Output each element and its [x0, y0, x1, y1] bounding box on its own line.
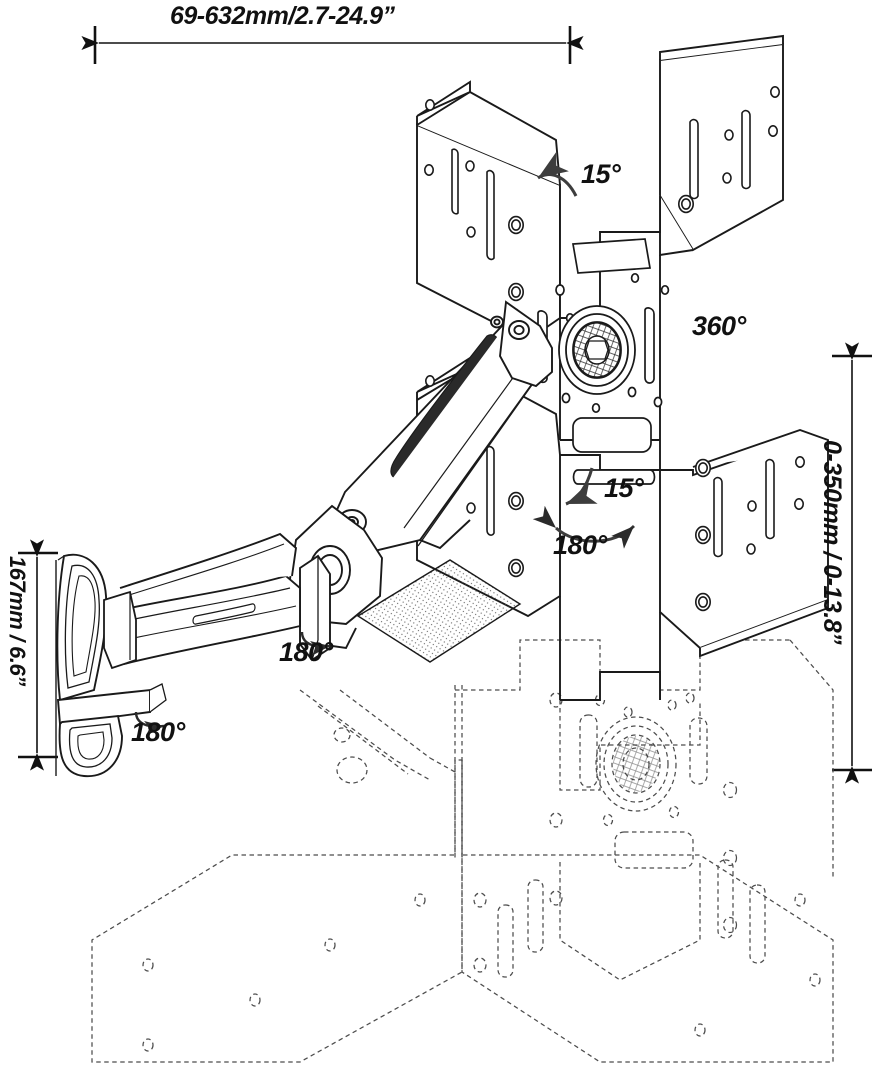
plate-slots-lower-right — [694, 455, 805, 612]
mesh-detail — [356, 559, 522, 663]
dimension-label-height-range: 0-350mm / 0-13.8” — [818, 440, 846, 645]
wall-bracket — [55, 553, 167, 777]
dimension-label-wall-plate-height: 167mm / 6.6” — [5, 556, 30, 686]
angle-arrow-swivel-wall — [134, 711, 165, 736]
angle-label-swivel-wall: 180° — [131, 717, 185, 747]
ghost-assembly — [91, 639, 834, 1063]
angle-label-tilt-up: 15° — [581, 159, 621, 189]
dimension-label-extension-range: 69-632mm/2.7-24.9” — [170, 2, 395, 30]
ghost-hub-texture — [613, 736, 659, 792]
forearm-link — [107, 532, 301, 666]
vesa-plate — [416, 34, 829, 701]
angle-arrow-swivel-elbow — [300, 631, 331, 656]
angle-label-swivel-plate: 180° — [553, 530, 607, 560]
hub-rosette-icon — [573, 322, 621, 378]
bracket-arm-joint — [103, 590, 137, 670]
angle-arrow-tilt-up — [537, 152, 578, 197]
plate-slots-upper-right — [677, 86, 780, 214]
angle-arrow-tilt-down — [565, 467, 598, 506]
gas-spring-arm — [334, 300, 553, 554]
angle-arrow-swivel-plate — [532, 505, 636, 549]
dimension-left — [18, 539, 58, 771]
dimension-top — [81, 26, 584, 64]
angle-label-tilt-down: 15° — [604, 473, 644, 503]
dimension-right — [832, 342, 872, 784]
angle-label-swivel-360: 360° — [692, 311, 746, 341]
plate-slots-upper-left — [423, 99, 524, 302]
angle-label-swivel-elbow: 180° — [279, 637, 333, 667]
